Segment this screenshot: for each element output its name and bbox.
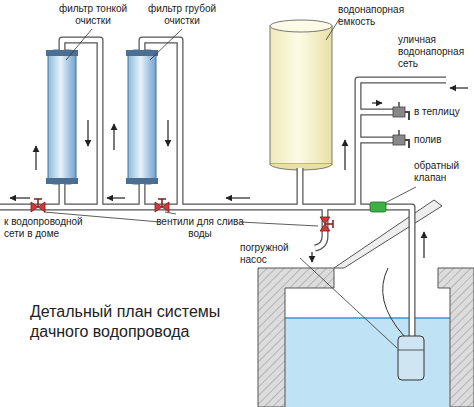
part-label: фильтр грубой очистки: [140, 3, 224, 27]
tap: [393, 102, 409, 120]
pipe-outline: [0, 40, 446, 336]
coarse-filter: [126, 50, 158, 184]
part-label: к водопроводной сети в доме: [4, 216, 98, 240]
part-label: фильтр тонкой очистки: [52, 3, 134, 27]
part-label: в теплицу: [414, 106, 472, 118]
water-tank: [270, 20, 332, 170]
part-label: обратный клапан: [414, 160, 472, 184]
part-label: уличная водонапорная сеть: [398, 34, 472, 70]
flow-arrows: [10, 88, 468, 262]
drain-valve: [31, 199, 45, 212]
diagram-title: Детальный план системы дачного водопрово…: [30, 302, 255, 342]
part-label: погружной насос: [240, 242, 312, 266]
leader-lines: [44, 18, 416, 348]
check-valve: [370, 202, 386, 212]
drain-valve: [320, 217, 333, 231]
pipe-bore: [0, 40, 446, 336]
part-label: полив: [414, 134, 472, 146]
tap: [393, 130, 409, 148]
well: [258, 200, 474, 407]
fine-filter: [46, 50, 78, 184]
part-label: водонапорная емкость: [338, 4, 414, 28]
drain-valve: [155, 199, 169, 212]
submersible-pump: [383, 268, 424, 380]
part-label: вентили для слива воды: [150, 216, 250, 240]
